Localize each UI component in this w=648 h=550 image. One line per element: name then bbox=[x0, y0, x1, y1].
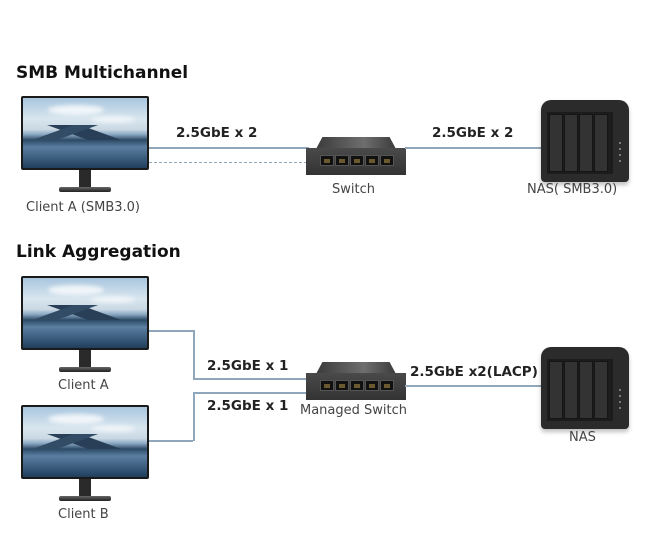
connection-line-client-a-h1 bbox=[149, 330, 193, 332]
link-label-switch-nas: 2.5GbE x 2 bbox=[432, 125, 514, 141]
link-label-client-a: 2.5GbE x 1 bbox=[207, 358, 289, 374]
nas-smb-label: NAS( SMB3.0) bbox=[527, 182, 618, 197]
connection-line-switch-nas bbox=[405, 147, 541, 149]
client-b-label: Client B bbox=[58, 507, 109, 522]
switch-label: Switch bbox=[332, 182, 375, 197]
client-a-label: Client A bbox=[58, 378, 109, 393]
connection-line-client-b-h1 bbox=[149, 440, 193, 442]
switch-device-icon bbox=[306, 137, 406, 175]
link-label-client-b: 2.5GbE x 1 bbox=[207, 398, 289, 414]
connection-line-client-a-v bbox=[193, 330, 195, 378]
client-a-smb-label: Client A (SMB3.0) bbox=[26, 200, 140, 215]
nas-device-icon bbox=[541, 347, 629, 429]
connection-line-client-b-h2 bbox=[193, 392, 308, 394]
connection-line-client-a-h2 bbox=[193, 378, 308, 380]
client-a-smb-monitor bbox=[21, 96, 149, 194]
client-b-monitor bbox=[21, 405, 149, 503]
nas-smb-device-icon bbox=[541, 100, 629, 182]
connection-line-primary bbox=[149, 147, 309, 149]
managed-switch-device-icon bbox=[306, 362, 406, 400]
connection-line-lacp bbox=[405, 385, 541, 387]
section-title-link-aggregation: Link Aggregation bbox=[16, 242, 181, 262]
link-label-lacp: 2.5GbE x2(LACP) bbox=[410, 364, 538, 380]
managed-switch-label: Managed Switch bbox=[300, 403, 408, 418]
connection-line-secondary-dashed bbox=[149, 162, 307, 163]
section-title-smb-multichannel: SMB Multichannel bbox=[16, 63, 189, 83]
connection-line-client-b-v bbox=[193, 392, 195, 441]
link-label-client-switch: 2.5GbE x 2 bbox=[176, 125, 258, 141]
nas-label: NAS bbox=[569, 430, 596, 445]
client-a-monitor bbox=[21, 276, 149, 374]
